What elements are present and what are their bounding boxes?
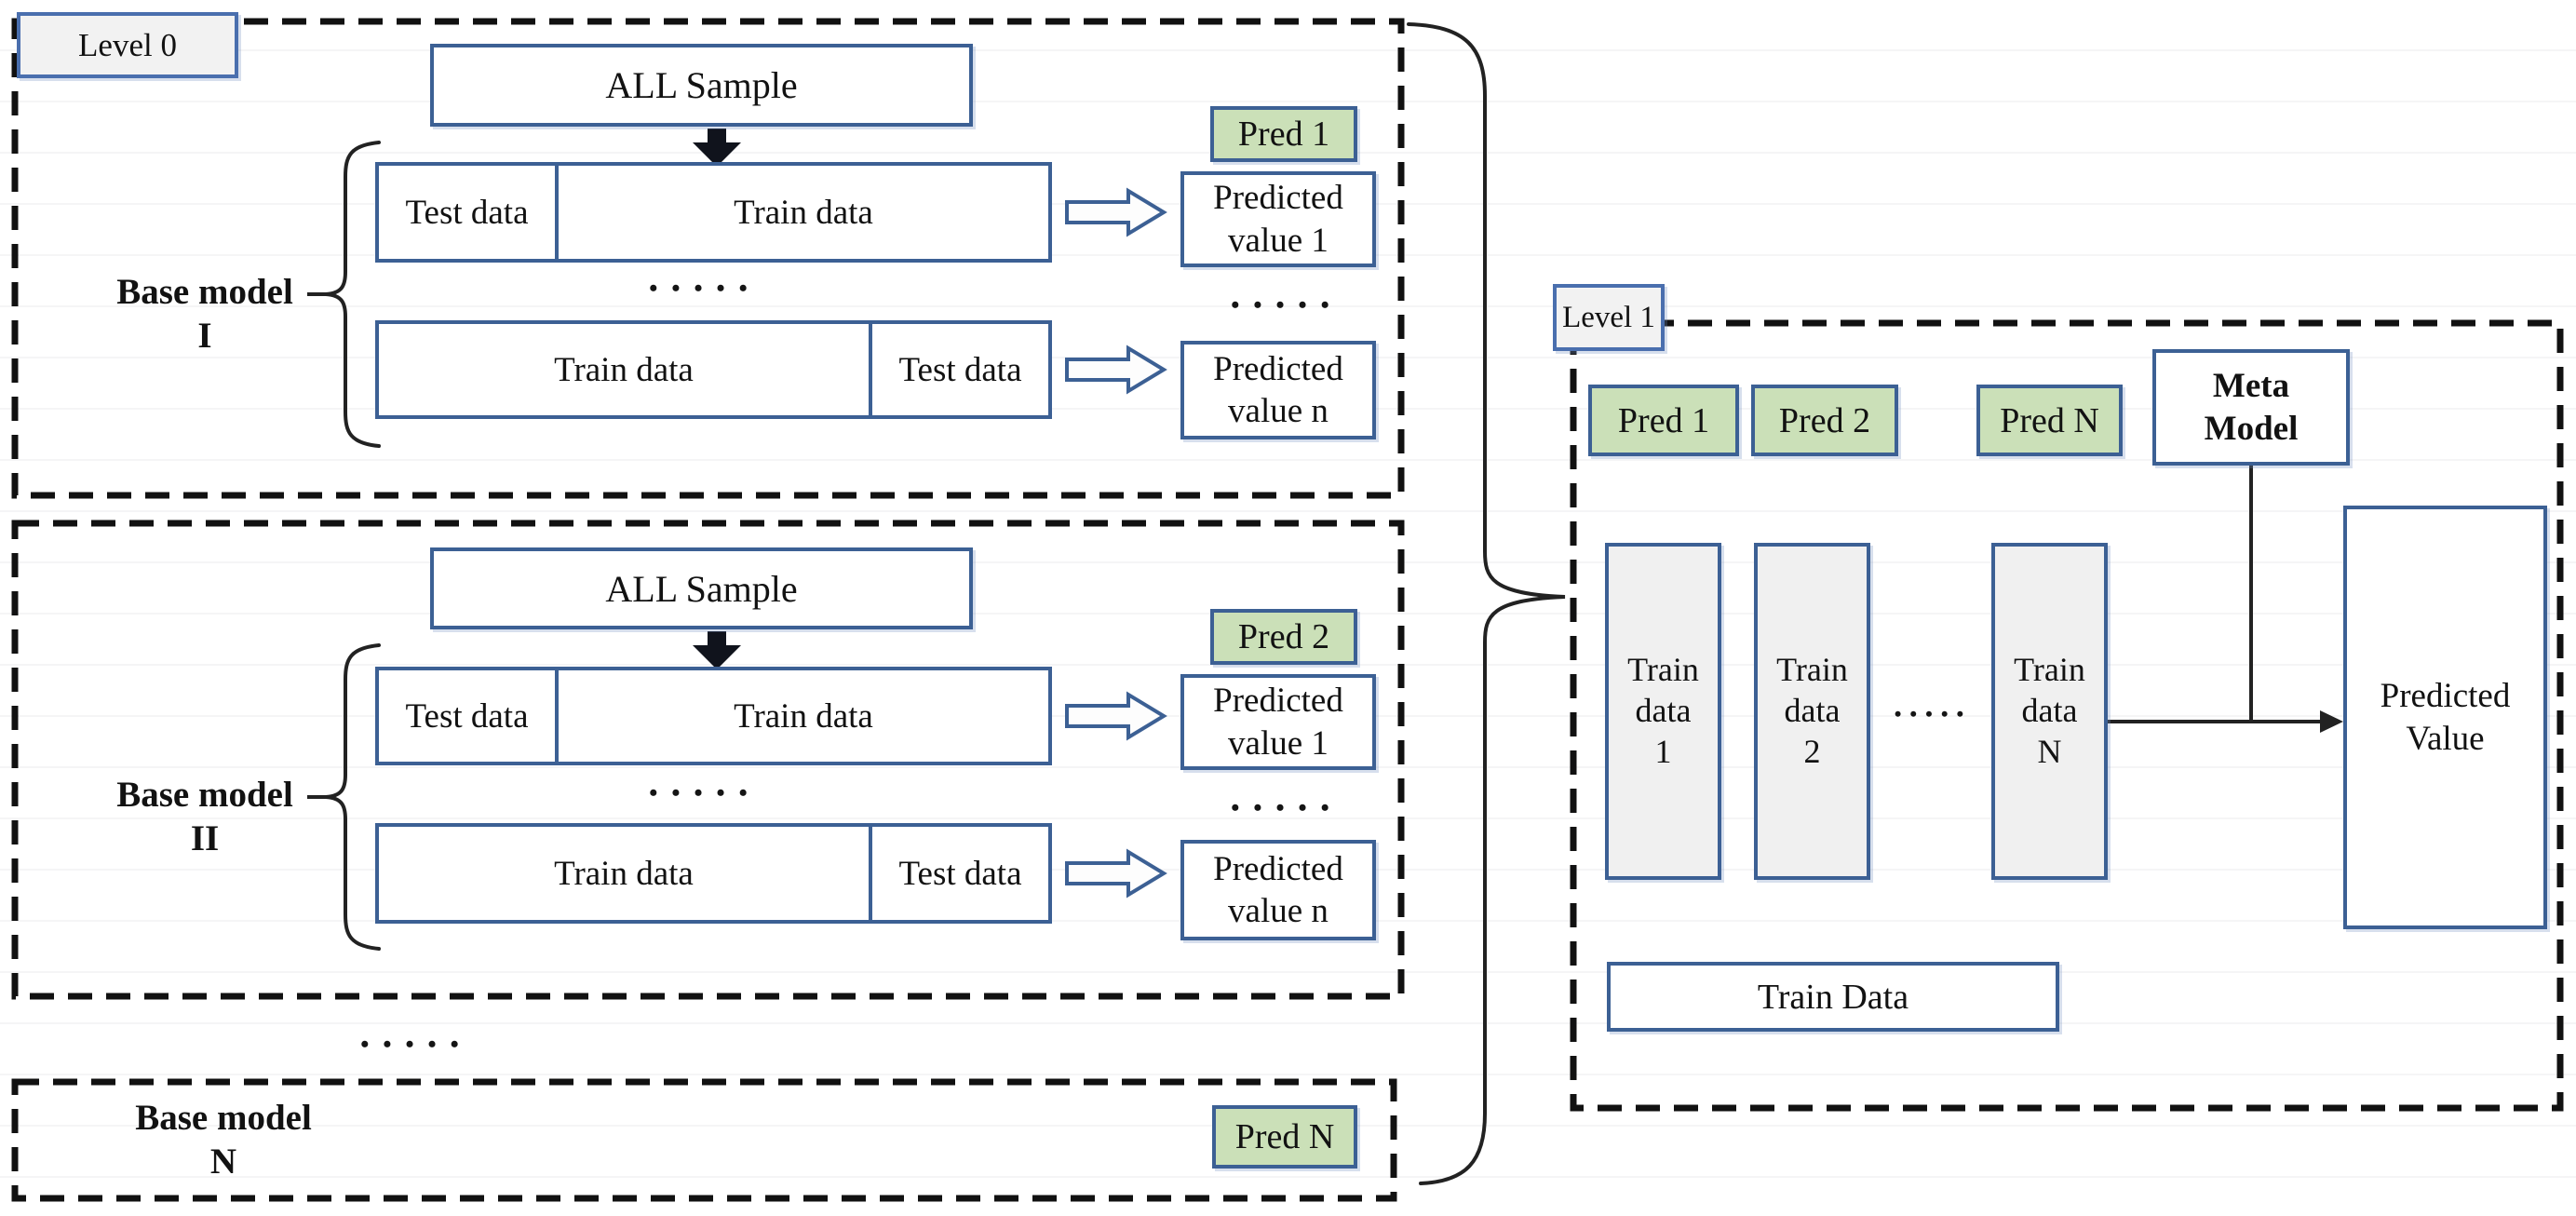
meta-model-box: Meta Model — [2152, 349, 2350, 466]
test-data-cell: Test data — [869, 320, 1052, 419]
level0-base-model-n-frame — [11, 1078, 1397, 1202]
train-data-cell: Train data — [555, 162, 1052, 263]
level0-label: Level 0 — [17, 12, 238, 78]
pred-tag: Pred 2 — [1751, 385, 1898, 456]
base-model-name: Base model — [116, 272, 293, 313]
ellipsis-dots: ••••• — [1231, 794, 1343, 821]
train-data-column: Train data 2 — [1754, 543, 1870, 880]
base-model-name: Base model — [116, 775, 293, 816]
pred-tag: Pred N — [1212, 1105, 1357, 1169]
right-arrow-icon — [1065, 345, 1167, 395]
pred-tag: Pred 1 — [1210, 106, 1357, 162]
all-sample-box: ALL Sample — [430, 44, 973, 127]
predicted-value-box: Predicted value 1 — [1180, 674, 1376, 770]
predicted-value-box: Predicted value n — [1180, 840, 1376, 940]
base-model-name: Base model — [135, 1098, 312, 1139]
train-data-box: Train Data — [1607, 962, 2059, 1032]
test-data-cell: Test data — [375, 162, 559, 263]
ellipsis-dots: ••••• — [1894, 702, 1973, 725]
predicted-value-box: Predicted value n — [1180, 341, 1376, 439]
down-arrow-icon — [693, 128, 741, 167]
base-model-2-label: Base model II — [79, 760, 330, 875]
right-arrow-icon — [1065, 187, 1167, 237]
down-arrow-icon — [693, 631, 741, 669]
ellipsis-dots: ••••• — [1231, 291, 1343, 318]
train-data-cell: Train data — [375, 320, 872, 419]
right-arrow-icon — [1065, 691, 1167, 741]
ellipsis-dots: ••••• — [360, 1031, 473, 1058]
predicted-value-box: Predicted Value — [2343, 506, 2547, 929]
test-data-cell: Test data — [375, 667, 559, 765]
right-arrow-icon — [1065, 848, 1167, 898]
train-data-column: Train data 1 — [1605, 543, 1721, 880]
ellipsis-dots: ••••• — [649, 275, 762, 302]
base-model-numeral: II — [190, 818, 220, 858]
train-data-column: Train data N — [1991, 543, 2108, 880]
pred-tag: Pred N — [1976, 385, 2123, 456]
data-split-row: Train data Test data — [375, 823, 1052, 924]
level1-label: Level 1 — [1553, 284, 1665, 351]
base-model-n-label: Base model N — [56, 1088, 391, 1194]
predicted-value-box: Predicted value 1 — [1180, 171, 1376, 267]
level0-base-model-1-frame — [11, 18, 1405, 499]
base-model-1-label: Base model I — [79, 257, 330, 372]
data-split-row: Test data Train data — [375, 667, 1052, 765]
train-data-cell: Train data — [375, 823, 872, 924]
train-data-cell: Train data — [555, 667, 1052, 765]
brace-icon — [325, 643, 381, 951]
pred-tag: Pred 1 — [1588, 385, 1739, 456]
brace-icon — [325, 141, 381, 448]
base-model-numeral: I — [197, 316, 212, 356]
data-split-row: Train data Test data — [375, 320, 1052, 419]
flow-arrow-icon — [2320, 710, 2343, 733]
level0-to-level1-brace-icon — [1407, 22, 1566, 1185]
level0-base-model-2-frame — [11, 520, 1405, 1000]
test-data-cell: Test data — [869, 823, 1052, 924]
base-model-numeral: N — [209, 1142, 237, 1182]
ellipsis-dots: ••••• — [649, 779, 762, 806]
level1-frame — [1570, 319, 2564, 1112]
data-split-row: Test data Train data — [375, 162, 1052, 263]
pred-tag: Pred 2 — [1210, 609, 1357, 665]
all-sample-box: ALL Sample — [430, 547, 973, 629]
